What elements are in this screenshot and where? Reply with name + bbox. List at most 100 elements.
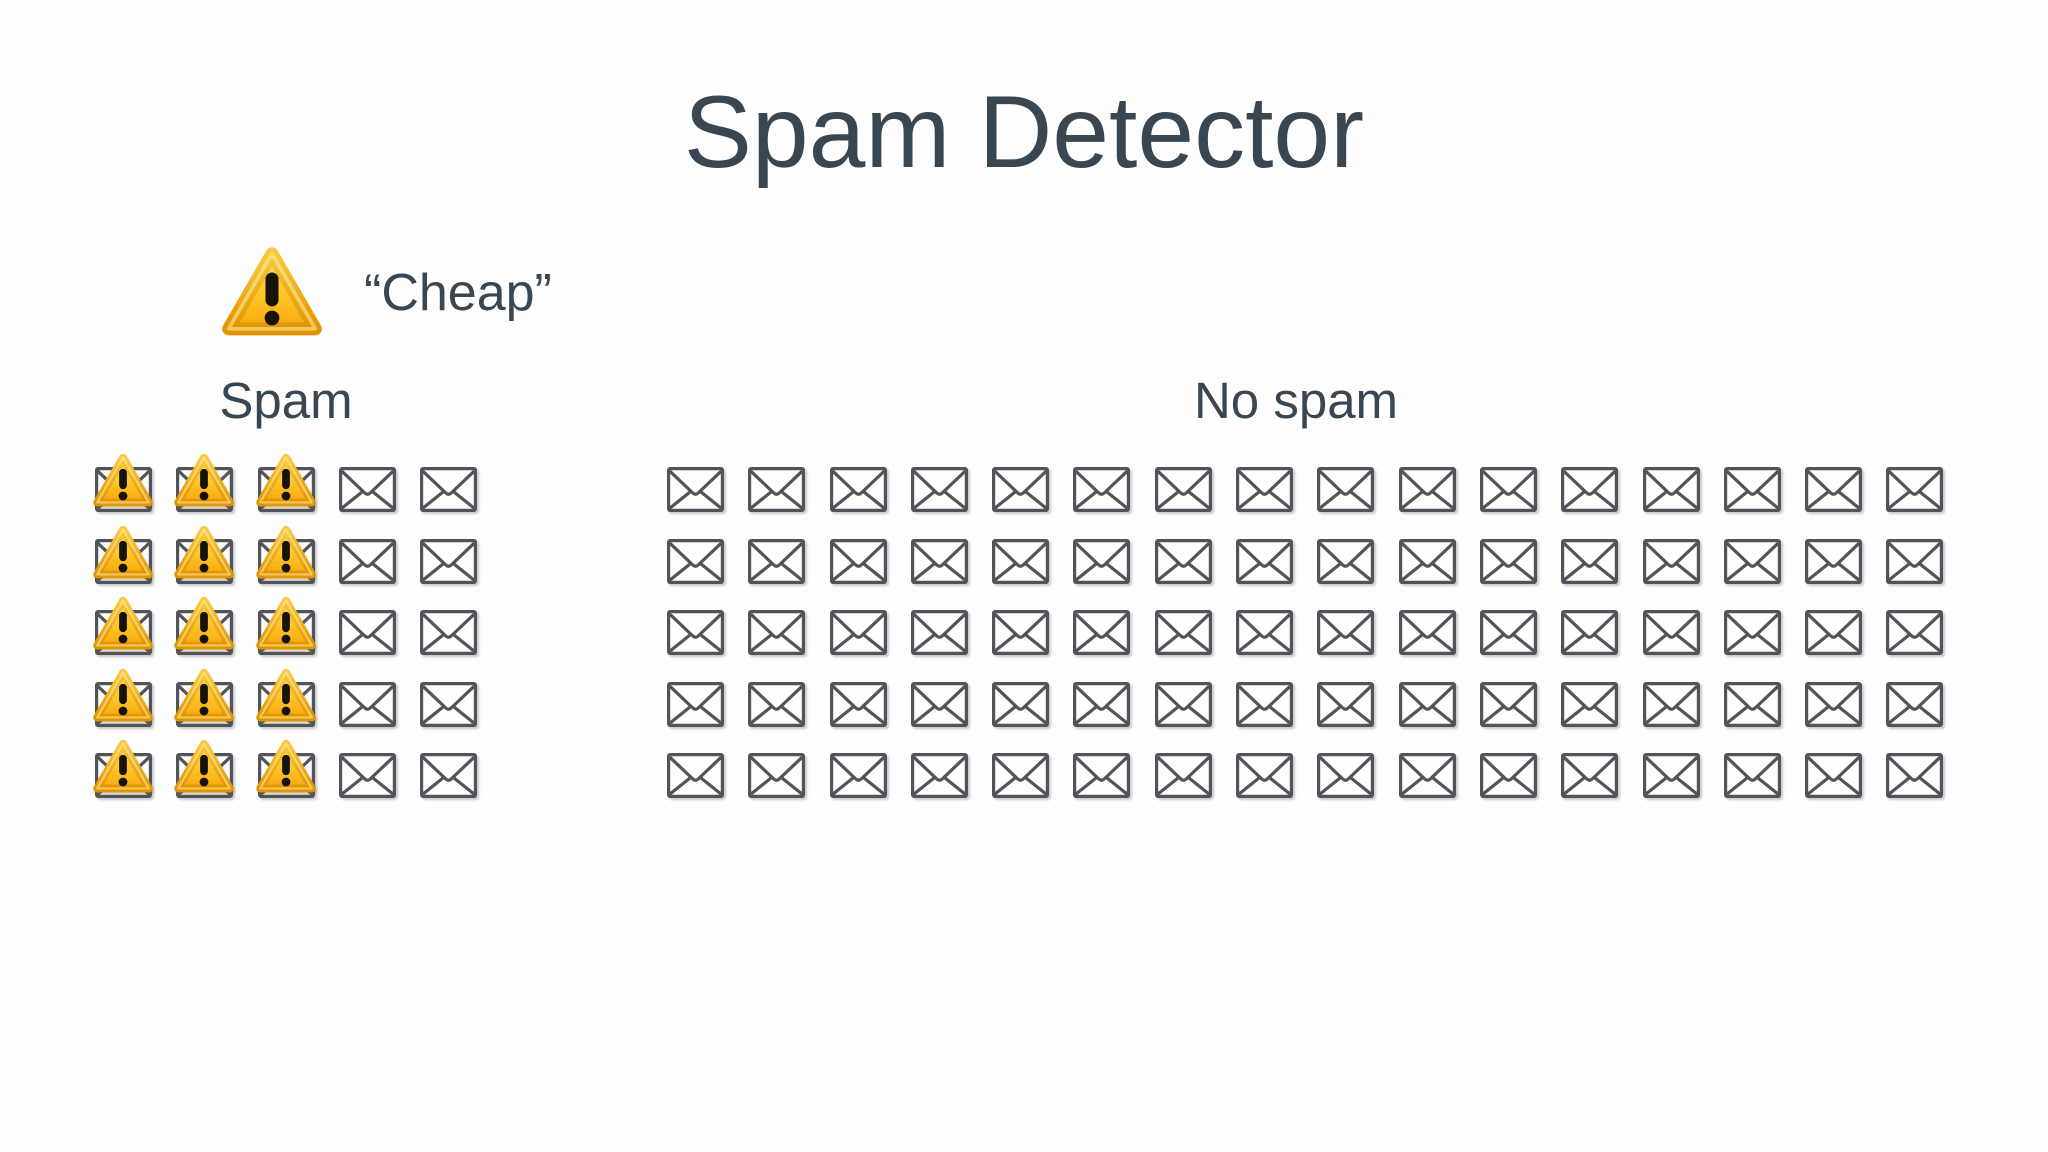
email-cell xyxy=(1399,467,1456,512)
envelope-icon xyxy=(1561,539,1618,584)
email-cell xyxy=(420,753,477,798)
no_spam-row xyxy=(667,682,1943,727)
email-cell xyxy=(1480,610,1537,655)
envelope-icon xyxy=(911,467,968,512)
cheap-label: “Cheap” xyxy=(364,264,552,322)
email-cell xyxy=(1724,539,1781,584)
email-cell xyxy=(911,539,968,584)
envelope-icon xyxy=(1480,753,1537,798)
envelope-icon xyxy=(420,610,477,655)
email-cell xyxy=(1399,682,1456,727)
envelope-icon xyxy=(1317,610,1374,655)
email-cell xyxy=(258,610,315,655)
warning-icon xyxy=(220,244,324,340)
warning-icon xyxy=(173,738,235,795)
envelope-icon xyxy=(1155,610,1212,655)
email-cell xyxy=(992,682,1049,727)
envelope-icon xyxy=(420,682,477,727)
envelope-icon xyxy=(1805,467,1862,512)
email-cell xyxy=(911,682,968,727)
email-cell xyxy=(992,610,1049,655)
email-cell xyxy=(911,753,968,798)
envelope-icon xyxy=(1643,753,1700,798)
email-cell xyxy=(258,467,315,512)
email-cell xyxy=(95,682,152,727)
envelope-icon xyxy=(1643,682,1700,727)
envelope-icon xyxy=(830,610,887,655)
email-cell xyxy=(1155,539,1212,584)
email-cell xyxy=(420,682,477,727)
email-cell xyxy=(1561,682,1618,727)
warning-icon xyxy=(173,524,235,581)
envelope-icon xyxy=(1073,682,1130,727)
email-cell xyxy=(1155,682,1212,727)
email-cell xyxy=(1073,753,1130,798)
email-cell xyxy=(1073,682,1130,727)
envelope-icon xyxy=(830,467,887,512)
email-cell xyxy=(1073,467,1130,512)
envelope-icon xyxy=(1155,467,1212,512)
envelope-icon xyxy=(1480,539,1537,584)
warning-icon xyxy=(92,524,154,581)
envelope-icon xyxy=(1236,539,1293,584)
email-cell xyxy=(1236,467,1293,512)
no-spam-group-label: No spam xyxy=(1193,372,1399,429)
spam-row xyxy=(95,753,477,798)
spam-row xyxy=(95,682,477,727)
email-cell xyxy=(748,539,805,584)
envelope-icon xyxy=(911,539,968,584)
envelope-icon xyxy=(830,753,887,798)
envelope-icon xyxy=(1643,610,1700,655)
email-cell xyxy=(1561,610,1618,655)
email-cell xyxy=(1480,467,1537,512)
envelope-icon xyxy=(1886,753,1943,798)
email-cell xyxy=(1643,539,1700,584)
email-cell xyxy=(1480,753,1537,798)
email-cell xyxy=(258,682,315,727)
email-cell xyxy=(339,682,396,727)
email-cell xyxy=(830,610,887,655)
email-cell xyxy=(1155,467,1212,512)
email-cell xyxy=(176,539,233,584)
envelope-icon xyxy=(1643,467,1700,512)
spam-row xyxy=(95,539,477,584)
email-cell xyxy=(1317,467,1374,512)
email-cell xyxy=(258,539,315,584)
envelope-icon xyxy=(1480,610,1537,655)
envelope-icon xyxy=(1236,753,1293,798)
envelope-icon xyxy=(667,467,724,512)
email-cell xyxy=(95,753,152,798)
warning-icon xyxy=(255,524,317,581)
envelope-icon xyxy=(1886,539,1943,584)
envelope-icon xyxy=(1399,467,1456,512)
envelope-icon xyxy=(992,610,1049,655)
envelope-icon xyxy=(1805,610,1862,655)
email-cell xyxy=(1317,539,1374,584)
envelope-icon xyxy=(339,753,396,798)
envelope-icon xyxy=(748,467,805,512)
email-cell xyxy=(339,467,396,512)
email-cell xyxy=(667,539,724,584)
email-cell xyxy=(1886,610,1943,655)
email-cell xyxy=(992,539,1049,584)
envelope-icon xyxy=(911,610,968,655)
email-cell xyxy=(1805,753,1862,798)
email-cell xyxy=(1561,467,1618,512)
envelope-icon xyxy=(1236,610,1293,655)
envelope-icon xyxy=(420,539,477,584)
email-cell xyxy=(1561,753,1618,798)
email-cell xyxy=(176,753,233,798)
email-cell xyxy=(830,753,887,798)
envelope-icon xyxy=(1317,467,1374,512)
email-cell xyxy=(1236,539,1293,584)
email-cell xyxy=(339,610,396,655)
email-cell xyxy=(830,467,887,512)
email-cell xyxy=(1805,682,1862,727)
email-cell xyxy=(176,610,233,655)
envelope-icon xyxy=(748,539,805,584)
email-cell xyxy=(1805,467,1862,512)
email-cell xyxy=(992,753,1049,798)
envelope-icon xyxy=(1399,753,1456,798)
envelope-icon xyxy=(1317,539,1374,584)
